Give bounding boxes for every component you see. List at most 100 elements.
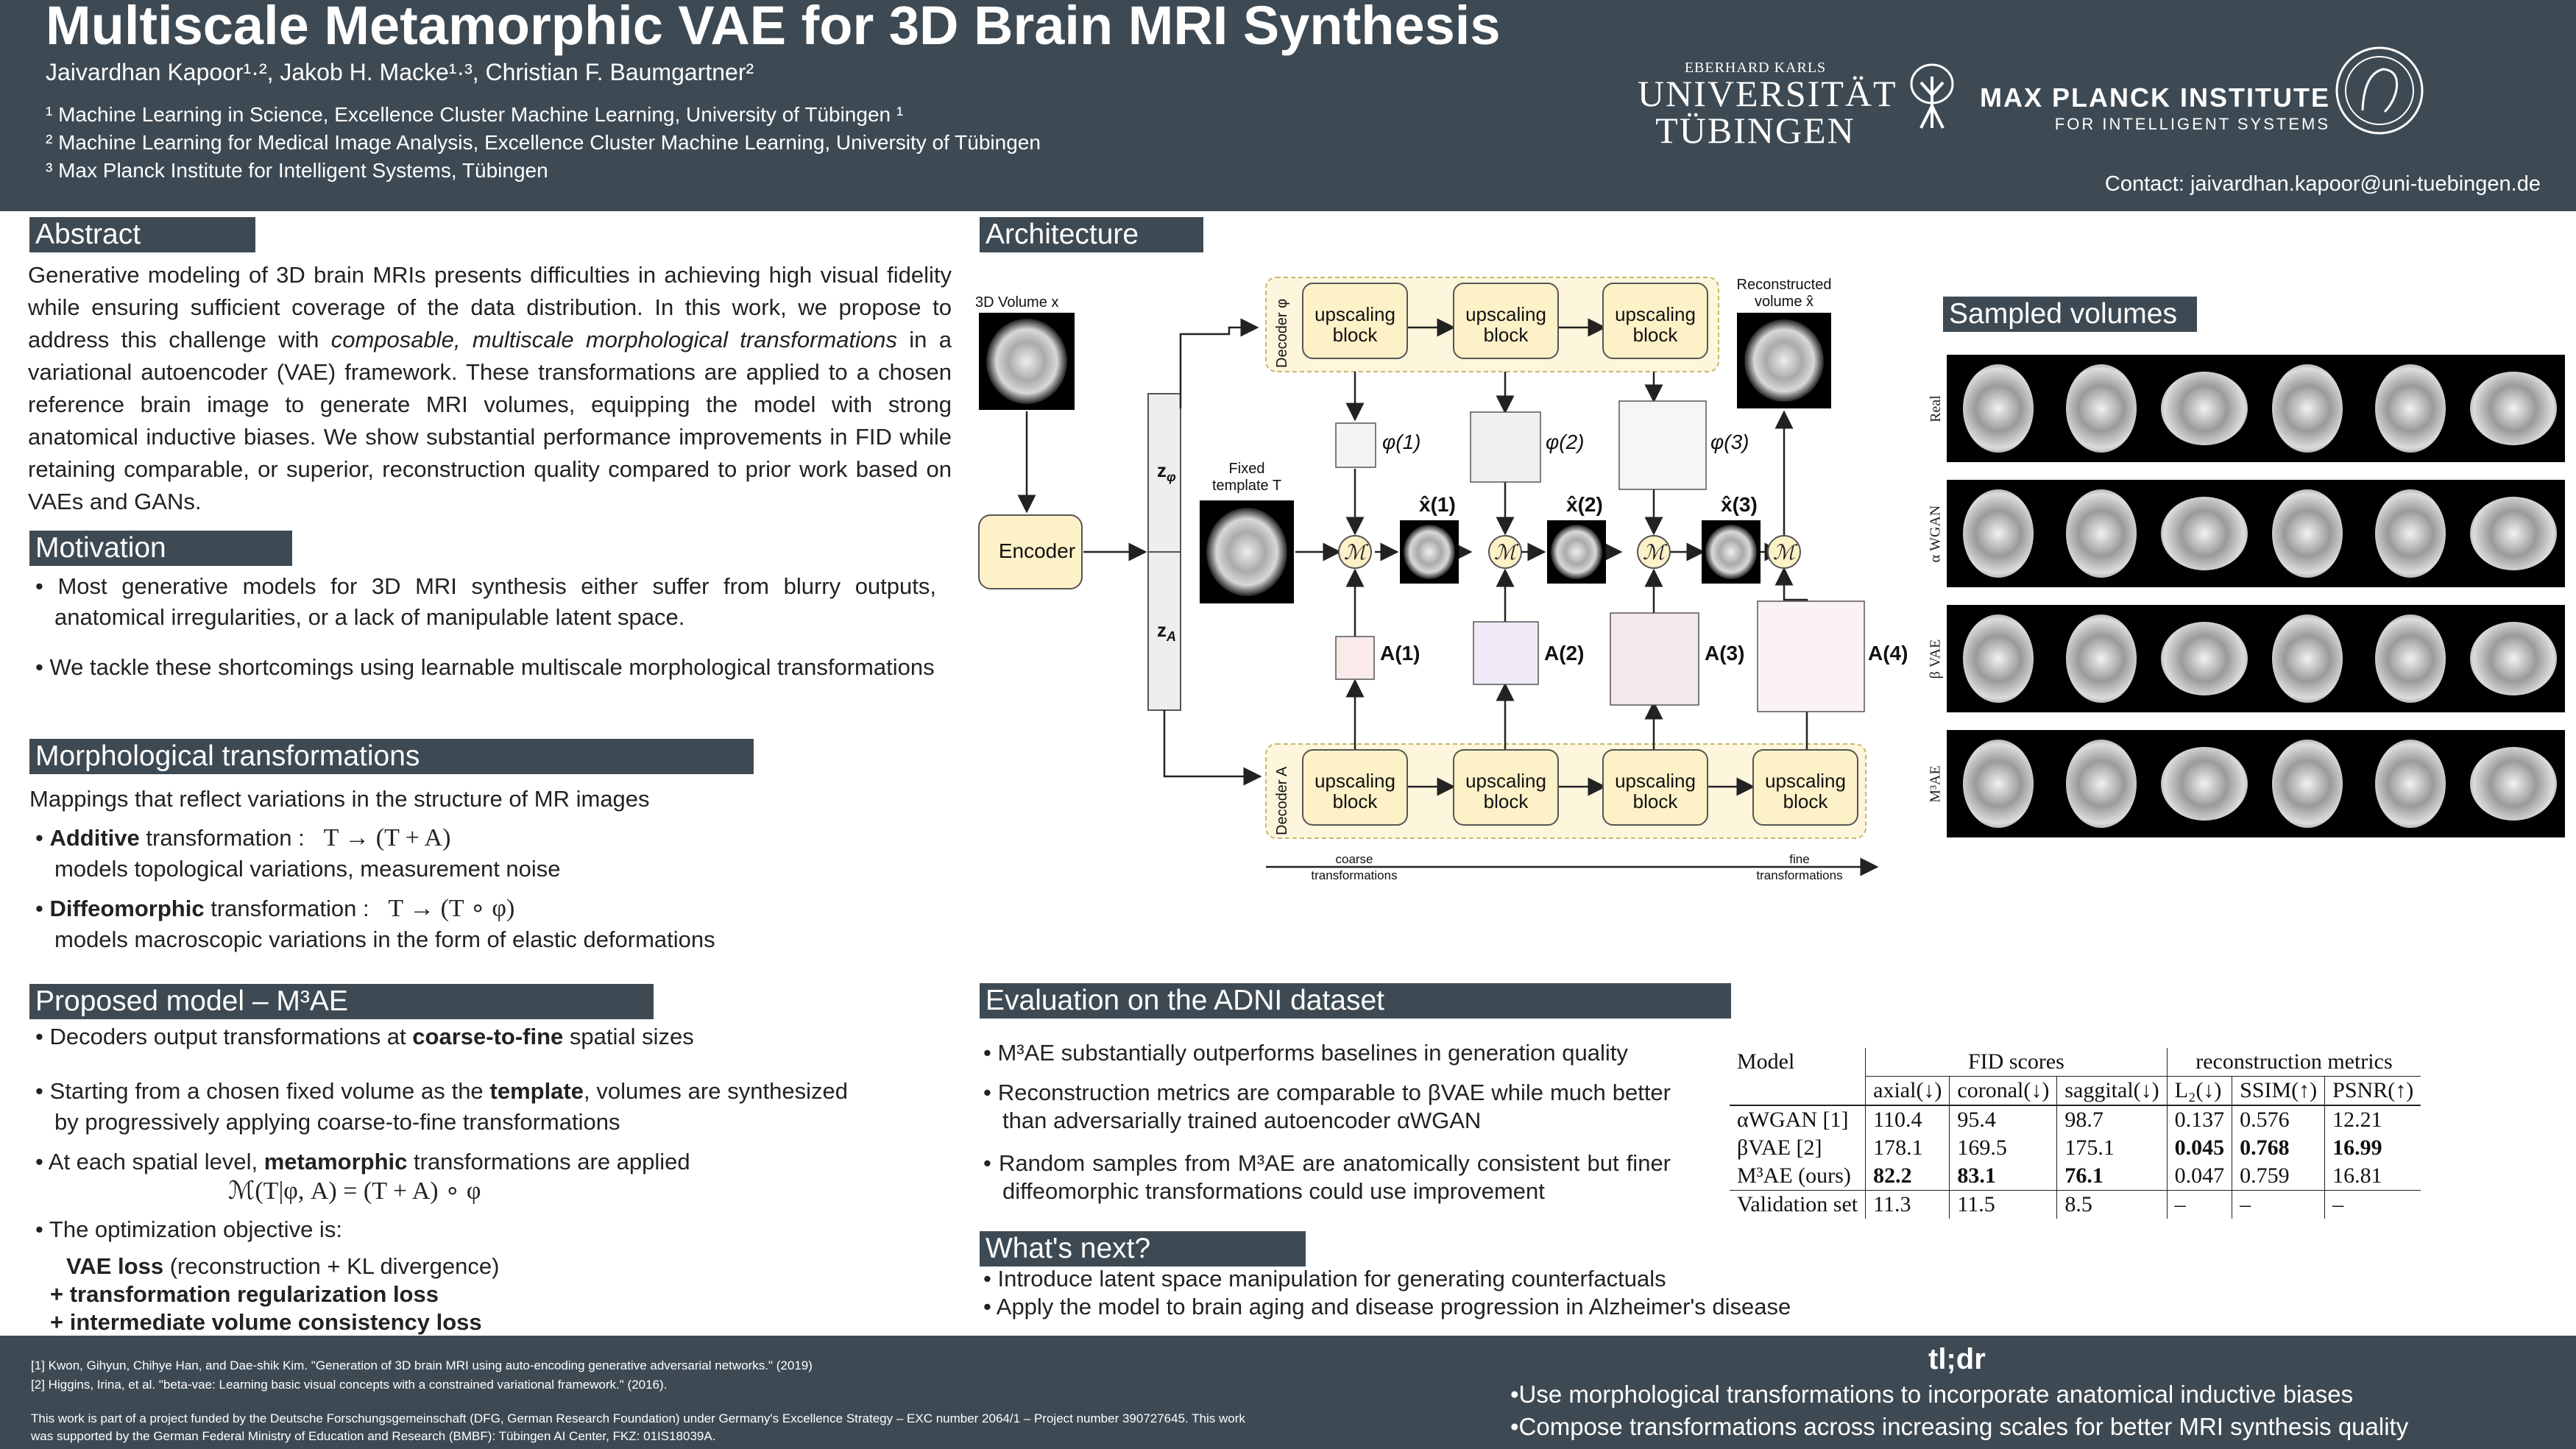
brain-slice xyxy=(2256,730,2359,837)
footer-banner: [1] Kwon, Gihyun, Chihye Han, and Dae-sh… xyxy=(0,1336,2576,1449)
brain-slice xyxy=(2256,605,2359,712)
table-cell: 0.759 xyxy=(2232,1162,2325,1191)
eval-bullet-2: • Reconstruction metrics are comparable … xyxy=(983,1080,1671,1133)
table-cell: 175.1 xyxy=(2056,1134,2168,1162)
contact-email: Contact: jaivardhan.kapoor@uni-tuebingen… xyxy=(2104,172,2541,196)
reference-1: [1] Kwon, Gihyun, Chihye Han, and Dae-sh… xyxy=(31,1358,813,1372)
results-table: Model FID scores reconstruction metrics … xyxy=(1730,1048,2421,1219)
recon-label-1: Reconstructed xyxy=(1737,277,1832,293)
upscaling-block-label: block xyxy=(1633,324,1679,346)
recon-label-2: volume x̂ xyxy=(1755,294,1814,310)
brain-slice xyxy=(2462,355,2565,462)
table-cell: 0.045 xyxy=(2166,1134,2232,1162)
table-col-header: PSNR(↑) xyxy=(2324,1076,2421,1106)
table-cell: 110.4 xyxy=(1865,1105,1950,1134)
a-label-1: A(1) xyxy=(1380,642,1420,665)
decoder-a-label: Decoder A xyxy=(1274,766,1290,835)
upscaling-block-label: upscaling xyxy=(1765,770,1846,792)
morph-intro: Mappings that reflect variations in the … xyxy=(29,786,650,812)
brain-slice xyxy=(2462,730,2565,837)
fixed-template-label-1: Fixed xyxy=(1229,461,1265,477)
upscaling-block-label: upscaling xyxy=(1465,303,1546,325)
brain-slice xyxy=(2256,355,2359,462)
xhat-label-2: x̂(2) xyxy=(1566,493,1603,516)
z-a-label: zA xyxy=(1157,619,1176,644)
decoder-phi-label: Decoder φ xyxy=(1274,299,1290,368)
sampled-row-label: M³AE xyxy=(1927,765,1944,803)
sampled-row-label: β VAE xyxy=(1927,639,1944,679)
brain-slice xyxy=(2153,605,2256,712)
brain-slice xyxy=(1947,355,2050,462)
table-cell: 16.99 xyxy=(2324,1134,2421,1162)
table-fid-header: FID scores xyxy=(1865,1048,2168,1077)
proposed-bullet-3: • At each spatial level, metamorphic tra… xyxy=(35,1149,690,1175)
brain-slice xyxy=(2050,480,2153,587)
table-cell: – xyxy=(2232,1190,2325,1219)
table-cell: – xyxy=(2324,1190,2421,1219)
brain-slice xyxy=(2359,355,2462,462)
upscaling-block-label: block xyxy=(1484,324,1529,346)
architecture-heading: Architecture xyxy=(980,217,1203,252)
brain-slice xyxy=(2256,480,2359,587)
reference-2: [2] Higgins, Irina, et al. "beta-vae: Le… xyxy=(31,1378,668,1392)
brain-slice xyxy=(1947,480,2050,587)
brain-slice xyxy=(2050,605,2153,712)
whats-next-heading: What's next? xyxy=(980,1231,1306,1266)
abstract-text: Generative modeling of 3D brain MRIs pre… xyxy=(28,262,952,514)
brain-slice xyxy=(2050,355,2153,462)
motivation-bullet-1: • Most generative models for 3D MRI synt… xyxy=(35,573,936,630)
upscaling-block-label: block xyxy=(1783,790,1829,812)
phi-label-3: φ(3) xyxy=(1710,431,1749,453)
sampled-row: α WGAN xyxy=(1925,471,2565,596)
next-bullet-2: • Apply the model to brain aging and dis… xyxy=(983,1294,1791,1319)
table-cell: 11.3 xyxy=(1865,1190,1950,1219)
table-cell: 0.768 xyxy=(2232,1134,2325,1162)
table-cell: 0.047 xyxy=(2166,1162,2232,1191)
upscaling-block-label: block xyxy=(1633,790,1679,812)
eval-bullet-3: • Random samples from M³AE are anatomica… xyxy=(983,1150,1671,1204)
table-cell: – xyxy=(2166,1190,2232,1219)
fixed-template-label-2: template T xyxy=(1212,478,1281,494)
table-col-header: coronal(↓) xyxy=(1949,1076,2057,1106)
coarse-label-2: transformations xyxy=(1311,868,1397,882)
header-banner: Multiscale Metamorphic VAE for 3D Brain … xyxy=(0,0,2576,211)
sampled-row: M³AE xyxy=(1925,721,2565,846)
diffeo-item: • Diffeomorphic transformation : T → (T … xyxy=(35,895,715,952)
proposed-heading: Proposed model – M³AE xyxy=(29,984,654,1019)
table-cell: 98.7 xyxy=(2056,1105,2168,1134)
upscaling-block-label: upscaling xyxy=(1314,770,1395,792)
m-op-3: ℳ xyxy=(1643,541,1668,564)
upscaling-block-label: upscaling xyxy=(1615,303,1696,325)
table-cell: 16.81 xyxy=(2324,1162,2421,1191)
abstract-heading: Abstract xyxy=(29,217,255,252)
tldr-bullet-1: •Use morphological transformations to in… xyxy=(1510,1381,2354,1408)
xhat-label-1: x̂(1) xyxy=(1419,493,1456,516)
m-op-4: ℳ xyxy=(1773,541,1798,564)
proposed-bullet-4: • The optimization objective is: xyxy=(35,1216,342,1242)
phi-label-1: φ(1) xyxy=(1382,431,1421,453)
table-col-header: L₂(↓) xyxy=(2166,1076,2232,1106)
brain-slice xyxy=(1947,730,2050,837)
fine-label-2: transformations xyxy=(1756,868,1842,882)
brain-slice xyxy=(2462,605,2565,712)
sampled-row-label: α WGAN xyxy=(1927,505,1944,562)
upscaling-block-label: block xyxy=(1333,790,1379,812)
affiliation-3: ³ Max Planck Institute for Intelligent S… xyxy=(46,159,548,182)
table-col-header: saggital(↓) xyxy=(2056,1076,2168,1106)
brain-slice xyxy=(2050,730,2153,837)
eval-bullet-1: • M³AE substantially outperforms baselin… xyxy=(983,1040,1628,1066)
z-phi-label: zφ xyxy=(1157,459,1176,484)
table-cell: 12.21 xyxy=(2324,1105,2421,1134)
table-col-header: axial(↓) xyxy=(1865,1076,1950,1106)
a-label-3: A(3) xyxy=(1705,642,1744,665)
minerva-seal-icon xyxy=(2335,46,2424,135)
upscaling-block-label: upscaling xyxy=(1615,770,1696,792)
tuebingen-logo: EBERHARD KARLS UNIVERSITÄT TÜBINGEN xyxy=(1638,60,1897,151)
tree-icon xyxy=(1910,63,1954,129)
brain-slice xyxy=(2153,480,2256,587)
evaluation-heading: Evaluation on the ADNI dataset xyxy=(980,983,1731,1018)
table-col-header: SSIM(↑) xyxy=(2232,1076,2325,1106)
